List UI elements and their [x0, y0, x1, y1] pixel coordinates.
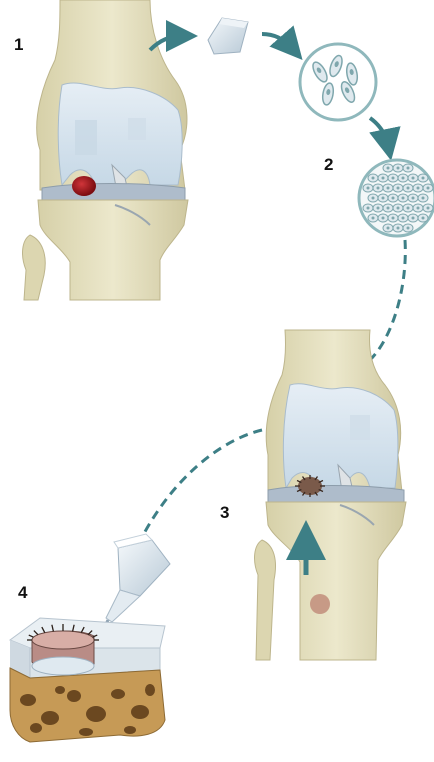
- bone-block-step-4: [10, 618, 165, 742]
- chondrocyte-cell: [368, 174, 378, 182]
- chondrocyte-cell: [388, 174, 398, 182]
- chondrocyte-cell: [393, 204, 403, 212]
- chondrocyte-cell: [363, 204, 373, 212]
- chondrocyte-cell: [418, 214, 428, 222]
- chondrocyte-cell: [393, 164, 403, 172]
- dashed-path-to-applicator: [138, 430, 262, 545]
- expanded-chondrocytes-icon: [359, 160, 434, 236]
- fibula-1: [23, 235, 46, 300]
- chondrocyte-cell: [423, 184, 433, 192]
- chondrocyte-cell: [418, 194, 428, 202]
- chondrocyte-cell: [373, 184, 383, 192]
- step-label-4: 4: [18, 583, 28, 602]
- chondrocyte-cell: [368, 194, 378, 202]
- chondrocyte-cell: [373, 204, 383, 212]
- cartilage-biopsy-icon: [208, 18, 248, 54]
- chondrocyte-cell: [403, 184, 413, 192]
- arrow-cells-to-expanded: [370, 118, 388, 145]
- chondrocyte-cell: [383, 224, 393, 232]
- chondrocyte-cell: [413, 204, 423, 212]
- cartilage-defect-red: [72, 176, 96, 196]
- tibia-1: [38, 200, 188, 300]
- chondrocyte-cell: [388, 194, 398, 202]
- chondrocyte-cell: [378, 174, 388, 182]
- chondrocyte-cell: [393, 184, 403, 192]
- periosteal-patch-site: [310, 594, 330, 614]
- step-label-1: 1: [14, 35, 23, 54]
- chondrocyte-cell: [408, 214, 418, 222]
- chondrocyte-cell: [383, 184, 393, 192]
- chondrocyte-cell: [408, 194, 418, 202]
- chondrocyte-cell: [403, 204, 413, 212]
- step-label-2: 2: [324, 155, 333, 174]
- tibia-3: [266, 502, 406, 660]
- knee-diagram-step-3: [255, 330, 406, 660]
- chondrocyte-cell: [418, 174, 428, 182]
- chondrocyte-cell: [388, 214, 398, 222]
- step-label-3: 3: [220, 503, 229, 522]
- arrow-biopsy-to-cells: [262, 34, 292, 48]
- chondrocyte-cell: [423, 204, 433, 212]
- chondrocyte-cell: [413, 184, 423, 192]
- chondrocyte-cell: [378, 194, 388, 202]
- chondrocyte-cell: [403, 224, 413, 232]
- chondrocyte-cell: [393, 224, 403, 232]
- isolated-chondrocytes-icon: [300, 44, 376, 120]
- chondrocyte-cell: [398, 174, 408, 182]
- chondrocyte-cell: [383, 164, 393, 172]
- chondrocyte-cell: [363, 184, 373, 192]
- knee-diagram-step-1: [23, 0, 188, 300]
- chondrocyte-cell: [368, 214, 378, 222]
- chondrocyte-cell: [403, 164, 413, 172]
- chondrocyte-cell: [378, 214, 388, 222]
- chondrocyte-cell: [398, 194, 408, 202]
- chondrocyte-cell: [408, 174, 418, 182]
- chondrocyte-cell: [398, 214, 408, 222]
- chondrocyte-cell: [383, 204, 393, 212]
- fibula-3: [255, 540, 276, 660]
